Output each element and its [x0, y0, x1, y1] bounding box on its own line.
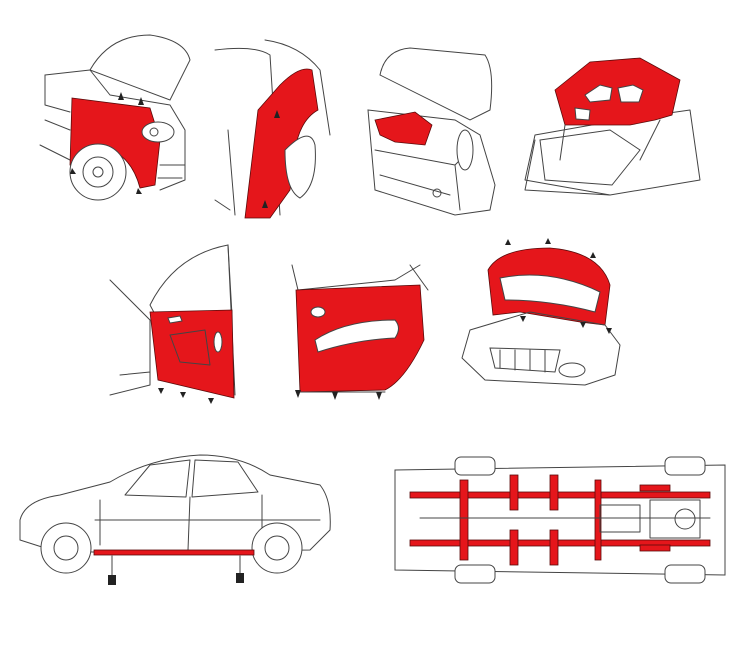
trunk-interior-view — [367, 47, 496, 216]
rear-quarter-view — [214, 39, 331, 219]
front-door-view — [109, 244, 236, 404]
rear-door-view — [291, 264, 429, 400]
trunk-lid-view — [524, 57, 701, 196]
underbody-rails-highlight — [409, 474, 711, 566]
front-door-highlight — [149, 309, 235, 399]
front-fender-view — [39, 34, 191, 201]
trunk-lid-highlight — [554, 57, 681, 126]
hood-view — [461, 238, 621, 386]
underbody-view — [394, 456, 726, 584]
sill-highlight — [93, 549, 255, 556]
trunk-floor-highlight — [374, 111, 433, 146]
side-sill-view — [19, 454, 331, 585]
